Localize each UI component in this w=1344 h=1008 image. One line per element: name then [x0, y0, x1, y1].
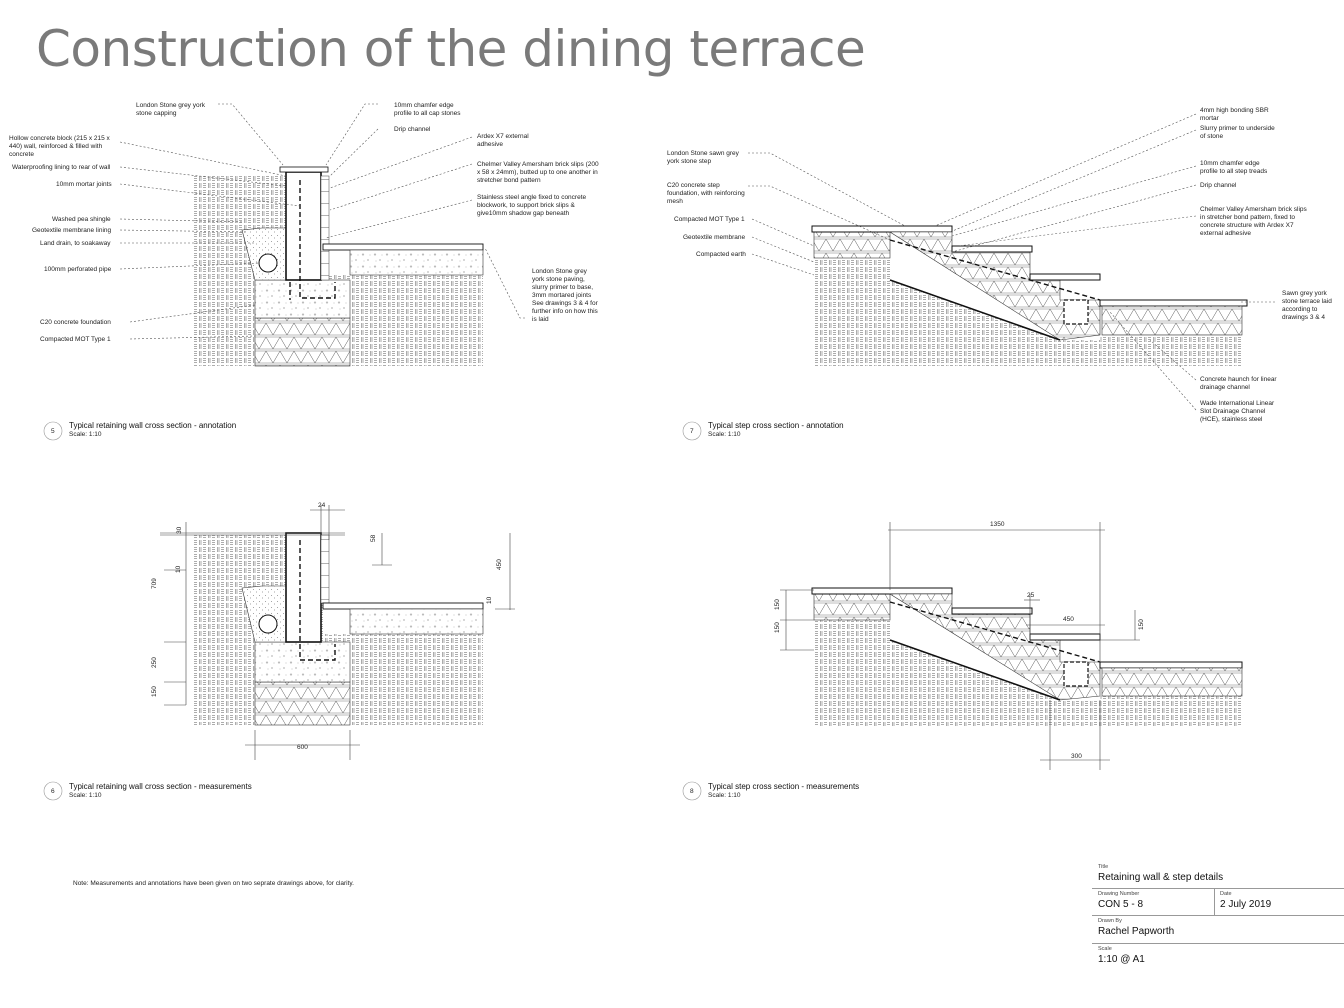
d5-label-brick-slips: Chelmer Valley Amersham brick slips (200… [477, 161, 599, 184]
d7-number: 7 [690, 428, 694, 435]
d5-label-drip-channel: Drip channel [394, 126, 431, 133]
drawing-5-leaders [119, 103, 525, 340]
title-block-drawing-number: Drawing Number CON 5 - 8 [1098, 891, 1143, 910]
title-value: Retaining wall & step details [1098, 872, 1224, 883]
d5-label-land-drain: Land drain, to soakaway [40, 240, 111, 247]
d6-dim-30: 30 [176, 526, 183, 534]
d8-dim-150-right: 150 [1138, 619, 1145, 630]
date-label: Date [1220, 891, 1232, 897]
title-block-date: Date 2 July 2019 [1220, 891, 1271, 910]
d5-label-geotextile: Geotextile membrane lining [32, 227, 112, 234]
d7-label-earth: Compacted earth [696, 251, 746, 258]
d8-dim-300: 300 [1071, 753, 1082, 760]
d8-dim-150-lower: 150 [774, 622, 781, 633]
d7-label-drip-channel: Drip channel [1200, 182, 1237, 189]
page-title: Construction of the dining terrace [36, 20, 866, 78]
drawing-8-dimension-lines [780, 522, 1140, 770]
drawn-by-label: Drawn By [1098, 918, 1122, 924]
date-value: 2 July 2019 [1220, 899, 1272, 910]
d7-label-geotextile: Geotextile membrane [683, 234, 746, 241]
d5-label-mortar-joints: 10mm mortar joints [56, 181, 112, 188]
d6-dim-250: 250 [151, 657, 158, 668]
drawing-5-retaining-wall-annotation [193, 166, 484, 367]
d8-dim-450: 450 [1063, 616, 1074, 623]
drawing-6-dimension-lines [160, 505, 515, 760]
d8-scale: Scale: 1:10 [708, 792, 741, 799]
d5-title: Typical retaining wall cross section - a… [69, 421, 236, 430]
title-block-drawn-by: Drawn By Rachel Papworth [1098, 918, 1174, 937]
d8-dim-1350: 1350 [990, 521, 1005, 528]
scale-label: Scale [1098, 946, 1112, 952]
d8-title: Typical step cross section - measurement… [708, 782, 859, 791]
d6-dim-709: 709 [151, 578, 158, 589]
d6-dim-10-left: 10 [175, 565, 182, 573]
drawing-8-step-measurements [811, 587, 1243, 726]
drawing-6-caption: 6 Typical retaining wall cross section -… [43, 781, 252, 801]
d8-dim-150-upper: 150 [774, 599, 781, 610]
d5-label-waterproofing: Waterproofing lining to rear of wall [12, 164, 111, 171]
d6-number: 6 [51, 788, 55, 795]
d6-title: Typical retaining wall cross section - m… [69, 782, 252, 791]
clarity-note: Note: Measurements and annotations have … [73, 880, 354, 887]
scale-value: 1:10 @ A1 [1098, 954, 1145, 965]
drawn-by-value: Rachel Papworth [1098, 926, 1175, 937]
title-label: Title [1098, 864, 1109, 870]
d6-dim-450: 450 [496, 559, 503, 570]
d7-label-mot: Compacted MOT Type 1 [674, 216, 745, 223]
drawing-6-retaining-wall-measurements [193, 532, 484, 726]
drawing-6-dimension-text: 24 30 58 450 709 10 10 250 150 600 [151, 502, 503, 751]
drawing-number-label: Drawing Number [1098, 891, 1140, 897]
d5-label-foundation: C20 concrete foundation [40, 319, 111, 326]
d5-label-mot: Compacted MOT Type 1 [40, 336, 111, 343]
drawing-7-caption: 7 Typical step cross section - annotatio… [682, 421, 844, 441]
d5-label-pea-shingle: Washed pea shingle [52, 216, 111, 223]
d8-number: 8 [690, 788, 694, 795]
drawing-7-leaders [748, 113, 1275, 411]
drawing-7-step-annotation [811, 225, 1248, 366]
d5-scale: Scale: 1:10 [69, 431, 102, 438]
title-block-title: Title Retaining wall & step details [1098, 864, 1223, 883]
drawing-8-dimension-text: 1350 150 150 25 450 150 300 [774, 521, 1145, 760]
d6-dim-24: 24 [318, 502, 326, 509]
d6-dim-58: 58 [370, 534, 377, 542]
d5-number: 5 [51, 428, 55, 435]
d8-dim-25: 25 [1027, 592, 1035, 599]
drawing-8-caption: 8 Typical step cross section - measureme… [682, 781, 859, 801]
drawing-number-value: CON 5 - 8 [1098, 899, 1144, 910]
d6-scale: Scale: 1:10 [69, 792, 102, 799]
d5-label-perforated-pipe: 100mm perforated pipe [44, 266, 112, 273]
title-block-scale: Scale 1:10 @ A1 [1098, 946, 1145, 965]
d6-dim-10-right: 10 [486, 596, 493, 604]
d6-dim-600: 600 [297, 744, 308, 751]
d6-dim-150: 150 [151, 686, 158, 697]
d7-title: Typical step cross section - annotation [708, 421, 844, 430]
d7-scale: Scale: 1:10 [708, 431, 741, 438]
drawing-5-caption: 5 Typical retaining wall cross section -… [43, 421, 236, 441]
